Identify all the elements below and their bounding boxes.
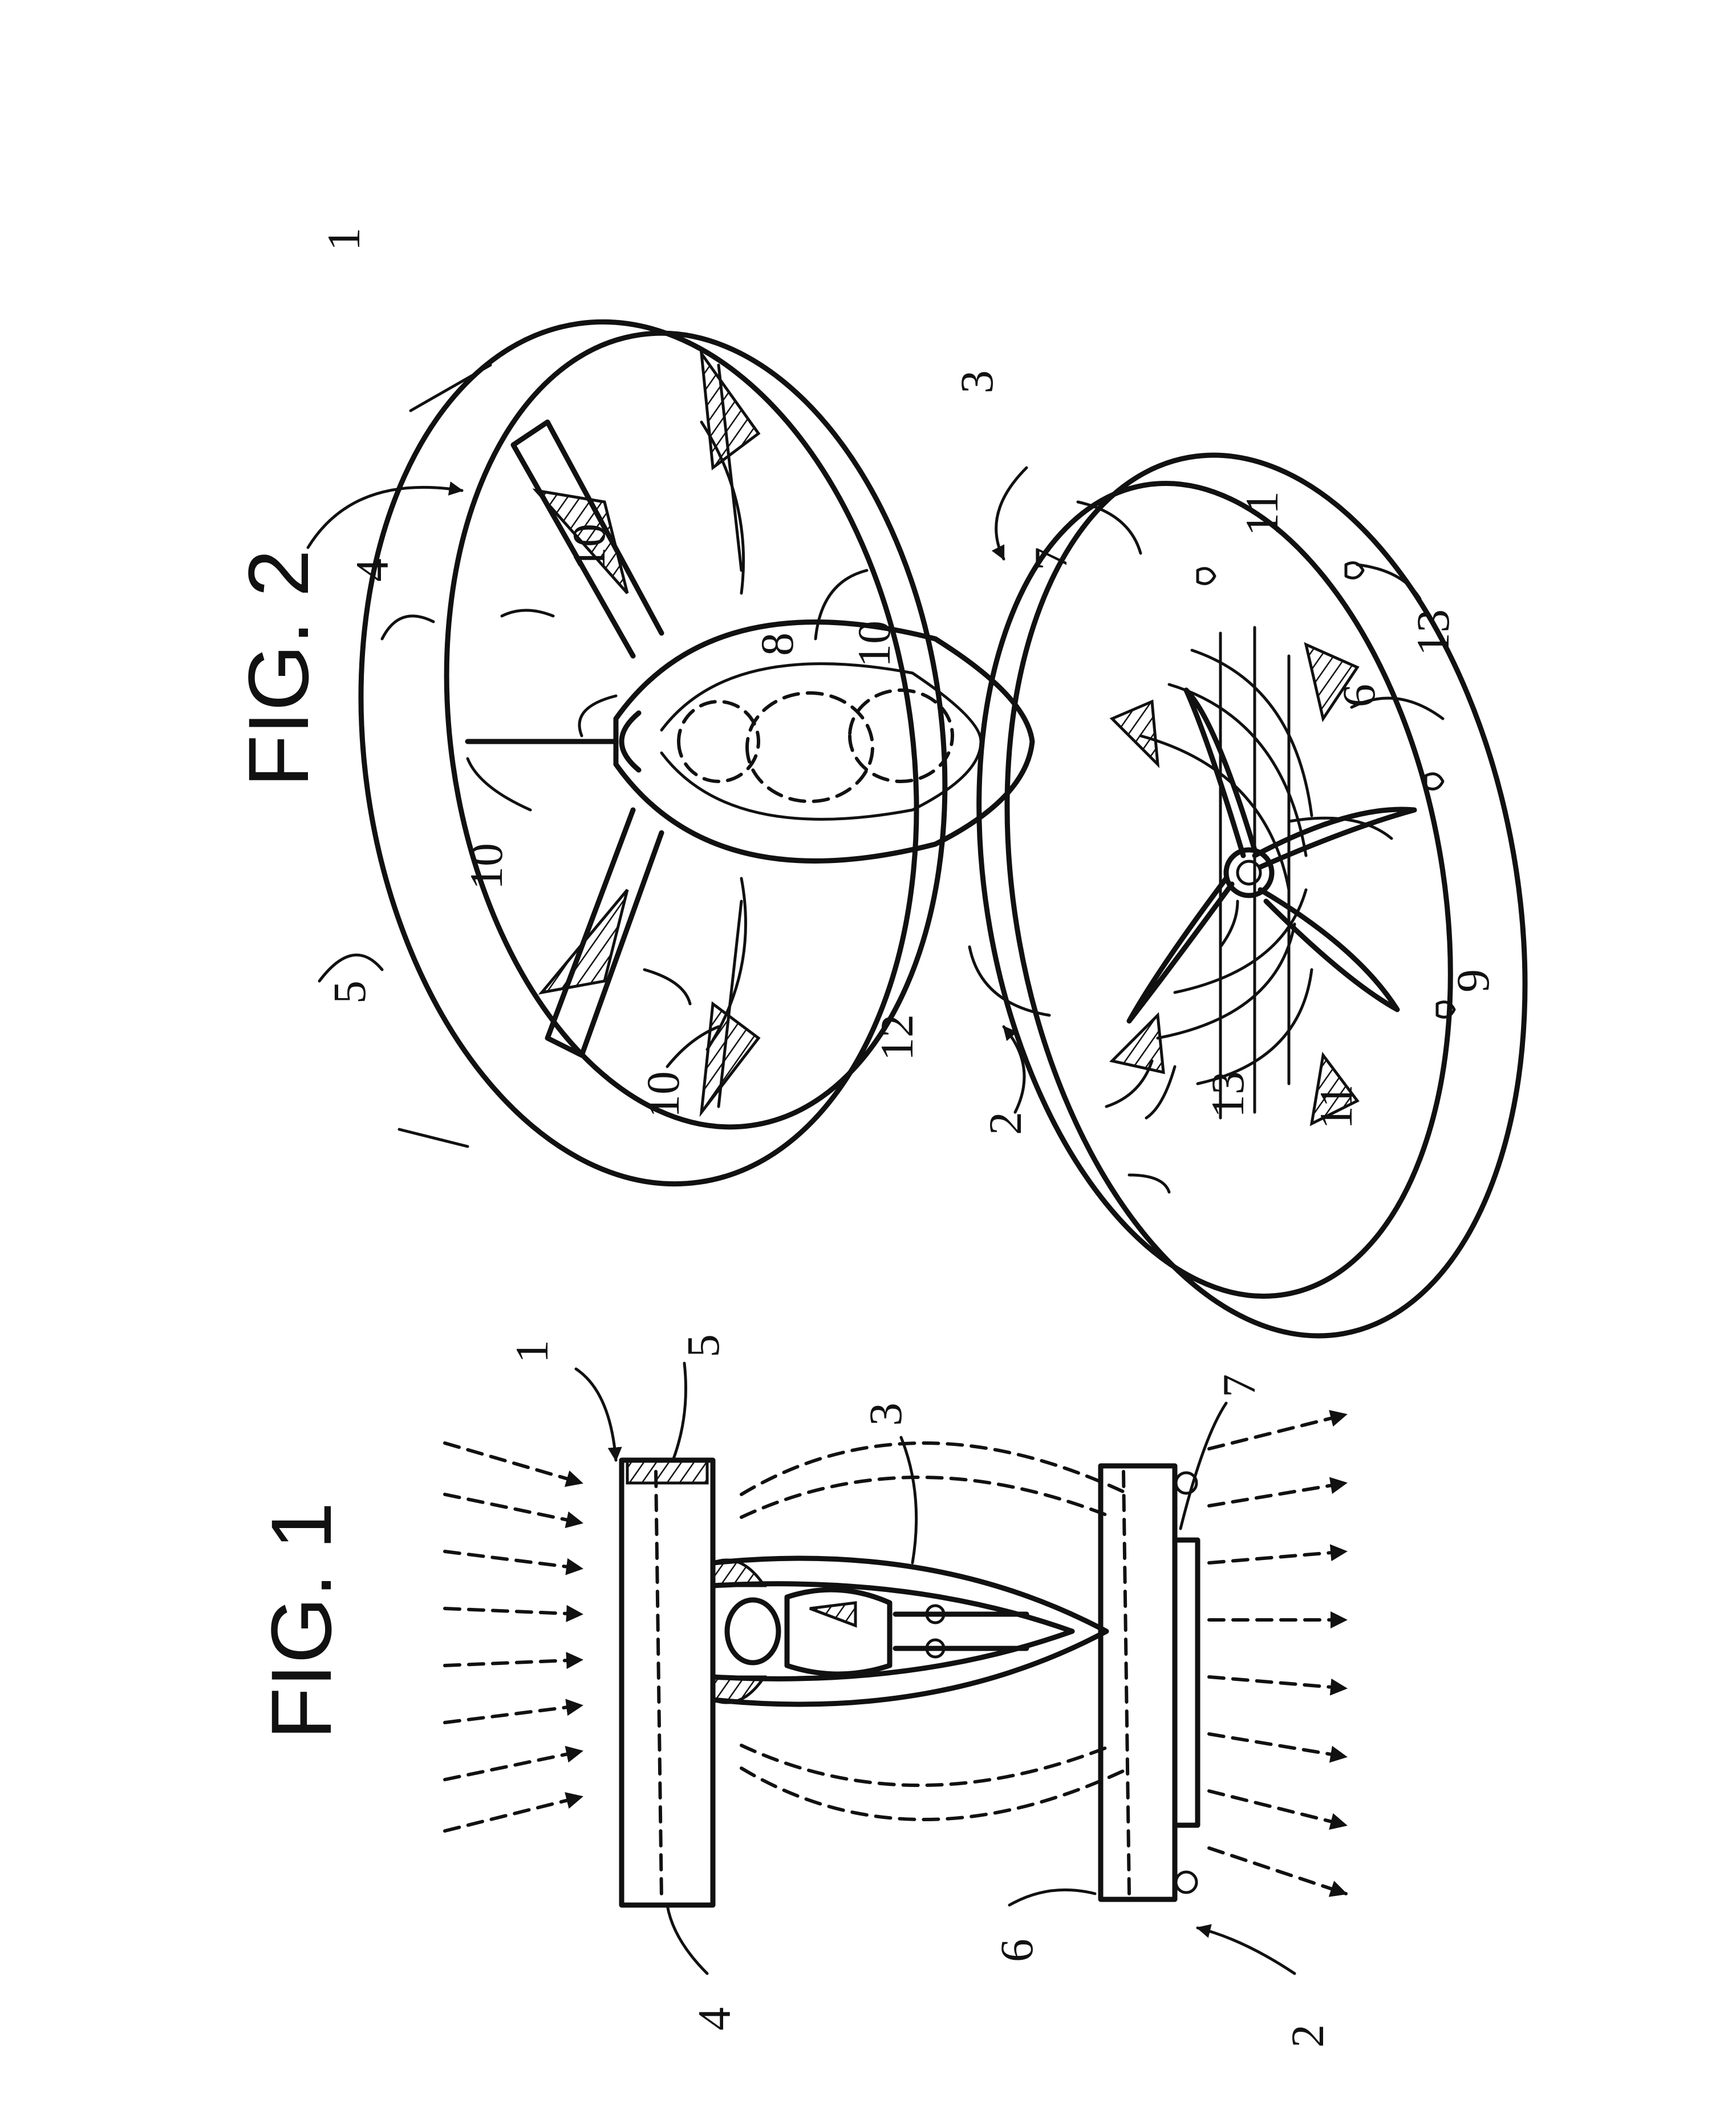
fig2-cabin bbox=[613, 619, 1035, 864]
fig2-lower-duct bbox=[976, 452, 1528, 1339]
fig1-label-6: 6 bbox=[991, 1939, 1043, 1962]
fig2-label-1: 1 bbox=[318, 228, 370, 251]
fig2-label-9: 9 bbox=[1447, 969, 1499, 992]
fig2-label-2: 2 bbox=[979, 1112, 1031, 1135]
fig2-label-8: 8 bbox=[751, 633, 803, 656]
fig2-label-13a: 13 bbox=[1407, 609, 1459, 656]
fig2-label-10d: 10 bbox=[637, 1071, 689, 1118]
fig1-label-1: 1 bbox=[506, 1340, 558, 1363]
fig2-label-13b: 13 bbox=[1202, 1071, 1254, 1118]
fig2-label-12: 12 bbox=[871, 1014, 923, 1061]
fig2-label-3: 3 bbox=[951, 370, 1003, 394]
fig2-drawing: FIG. 2 bbox=[230, 228, 1528, 1339]
fig2-label-11a: 11 bbox=[1236, 491, 1288, 536]
fig1-label-7: 7 bbox=[1213, 1374, 1265, 1397]
fig1-inflow-arrows bbox=[443, 1441, 583, 1833]
fig2-label-10a: 10 bbox=[460, 843, 512, 890]
fig1-upper-duct bbox=[619, 1457, 716, 1908]
fig1-label-4: 4 bbox=[688, 2007, 740, 2031]
fig1-reference-numerals: 1 2 3 4 5 6 7 bbox=[506, 1334, 1333, 2048]
fig2-label-5: 5 bbox=[323, 980, 375, 1004]
fig1-drawing: FIG. 1 bbox=[253, 1334, 1348, 2048]
fig1-title: FIG. 1 bbox=[253, 1502, 349, 1740]
fig2-label-6: 6 bbox=[1333, 684, 1385, 707]
fig2-label-4: 4 bbox=[346, 558, 398, 582]
fig1-label-5: 5 bbox=[677, 1334, 729, 1358]
fig2-label-10c: 10 bbox=[848, 621, 900, 667]
fig1-label-2: 2 bbox=[1281, 2024, 1333, 2048]
fig2-title: FIG. 2 bbox=[230, 549, 326, 787]
fig1-cabin bbox=[710, 1555, 1109, 1707]
fig2-label-10b: 10 bbox=[563, 524, 615, 570]
fig2-leaders bbox=[306, 466, 1445, 1194]
fig2-reference-numerals: 1 2 3 4 5 6 7 8 9 10 10 10 10 11 11 12 1… bbox=[318, 228, 1499, 1135]
fig2-label-11b: 11 bbox=[1310, 1084, 1362, 1129]
fig1-occupant bbox=[724, 1587, 1029, 1677]
fig1-lower-duct bbox=[1098, 1463, 1178, 1902]
fig1-label-3: 3 bbox=[859, 1403, 911, 1426]
fig2-label-7: 7 bbox=[1025, 547, 1077, 570]
fig1-outflow-arrows bbox=[1207, 1409, 1348, 1897]
fig2-upper-duct bbox=[358, 319, 948, 1187]
